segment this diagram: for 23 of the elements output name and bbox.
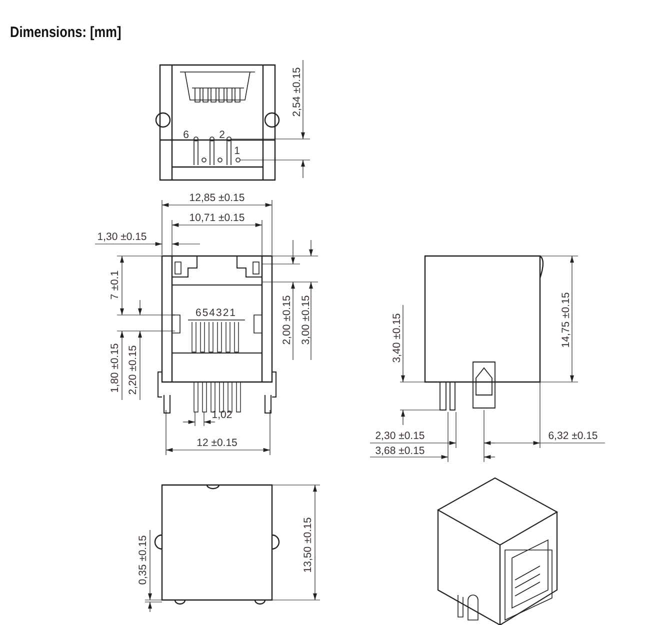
dimension-value: 3,68 ±0.15 xyxy=(375,446,425,456)
dimension-value: 13,50 ±0.15 xyxy=(302,517,314,573)
dimension-value: 12,85 ±0.15 xyxy=(189,192,245,204)
dimension-value: 1,80 ±0.15 xyxy=(110,343,120,393)
dimension-value: 3,40 ±0.15 xyxy=(392,313,402,363)
dimension-value: 14,75 ±0.15 xyxy=(560,292,572,348)
pin-number: 1 xyxy=(234,146,240,156)
dimension-value: 2,20 ±0.15 xyxy=(128,345,138,395)
dimension-value: 2,54 ±0.15 xyxy=(292,67,302,117)
dimension-value: 3,00 ±0.15 xyxy=(300,295,312,345)
page-title: Dimensions: [mm] xyxy=(10,24,122,41)
dimension-value: 12 ±0.15 xyxy=(196,438,238,448)
pin-number: 2 xyxy=(219,130,225,140)
dimension-value: 6,32 ±0.15 xyxy=(548,430,598,442)
pin-number: 6 xyxy=(183,130,189,140)
dimension-value: 2,30 ±0.15 xyxy=(375,430,425,442)
dimension-value: 0,35 ±0.15 xyxy=(138,535,148,585)
dimension-value: 10,71 ±0.15 xyxy=(189,212,245,224)
pin-numbers: 654321 xyxy=(195,308,237,318)
dimension-value: 7 ±0.1 xyxy=(110,270,120,300)
dimension-value: 1,30 ±0.15 xyxy=(97,232,147,242)
dimension-value: 2,00 ±0.15 xyxy=(282,295,292,345)
dimension-value: 1,02 xyxy=(212,410,232,420)
